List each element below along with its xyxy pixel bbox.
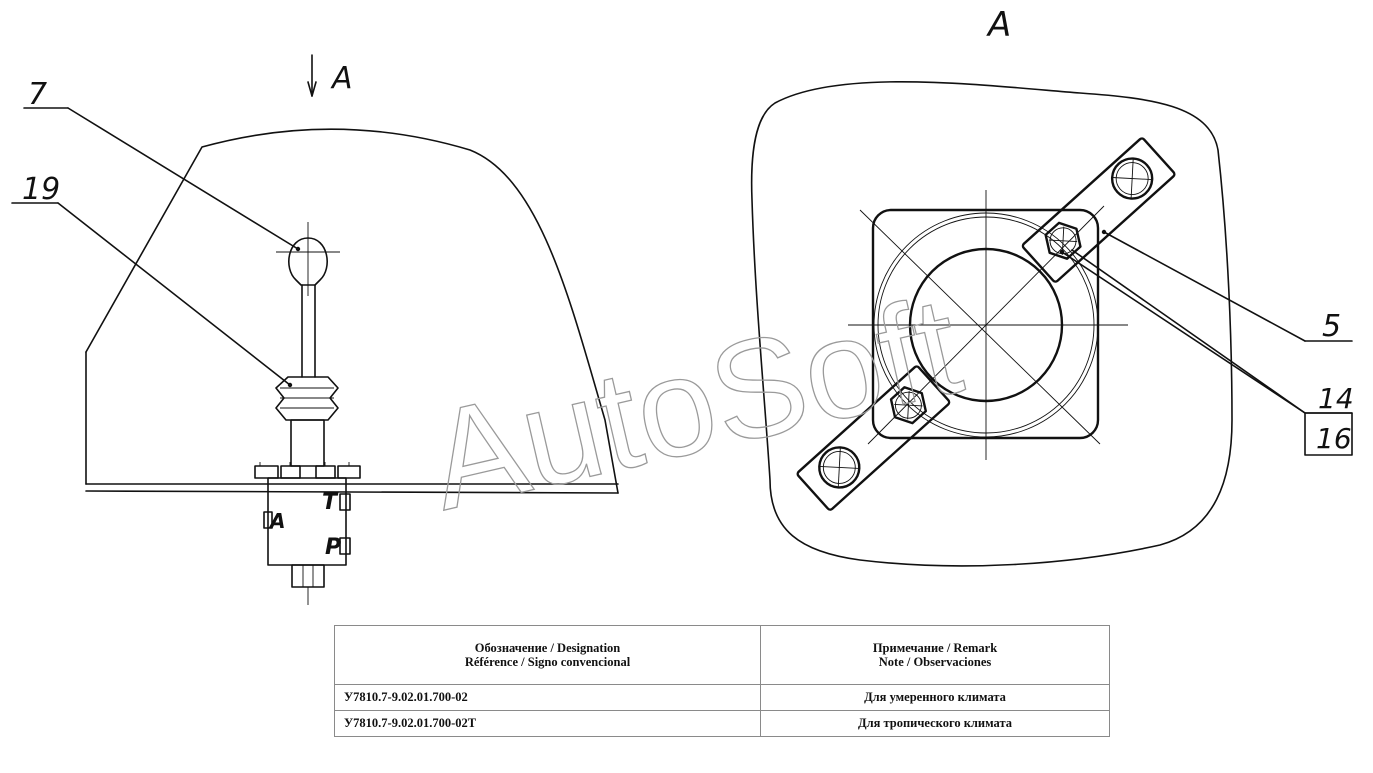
callout-14-leader <box>1061 251 1306 414</box>
cabin-outline <box>85 128 619 494</box>
spec-table: Обозначение / Designation Référence / Si… <box>334 625 1110 737</box>
callout-7: 7 <box>28 77 47 112</box>
callout-19-dot <box>287 382 293 388</box>
port-t-label: T <box>322 490 339 515</box>
port-a-label: A <box>268 509 285 533</box>
callout-14-leader-2 <box>1071 249 1306 414</box>
spec-header-row: Обозначение / Designation Référence / Si… <box>334 625 1110 685</box>
callout-16: 16 <box>1316 422 1352 455</box>
lever-side-view: A <box>11 54 619 605</box>
callout-5-dot <box>1101 229 1107 235</box>
view-a-title: A <box>986 5 1011 45</box>
view-a: A <box>750 5 1354 567</box>
remark-header: Примечание / Remark Note / Observaciones <box>760 625 1110 685</box>
port-a <box>263 511 273 529</box>
designation-header-line-2: Référence / Signo convencional <box>464 655 631 669</box>
designation-header: Обозначение / Designation Référence / Si… <box>334 625 761 685</box>
diagonal-line-2 <box>867 205 1105 445</box>
callout-7-dot <box>295 246 301 252</box>
callout-7-leader <box>67 107 299 250</box>
designation-header-line-1: Обозначение / Designation <box>474 641 621 655</box>
callout-19-leader <box>57 202 291 386</box>
designation-cell: У7810.7-9.02.01.700-02 <box>334 684 761 711</box>
port-p <box>339 537 351 555</box>
lever-knob <box>288 237 328 286</box>
designation-cell: У7810.7-9.02.01.700-02Т <box>334 710 761 737</box>
diagonal-line <box>859 209 1101 445</box>
floor-panel-bottom <box>85 490 619 494</box>
technical-drawing: A <box>11 5 1354 605</box>
callout-14: 14 <box>1318 382 1354 415</box>
bottom-nut <box>291 564 325 588</box>
callout-19: 19 <box>22 172 60 207</box>
lower-bracket <box>796 365 951 511</box>
view-arrow-head <box>307 81 317 97</box>
port-p-label: P <box>325 535 341 560</box>
callout-16-box <box>1304 412 1353 456</box>
remark-header-line-2: Note / Observaciones <box>878 655 992 669</box>
callout-5-leader <box>1103 231 1306 342</box>
remark-cell: Для тропического климата <box>760 710 1110 737</box>
lever-stem <box>290 419 325 467</box>
table-row: У7810.7-9.02.01.700-02 Для умеренного кл… <box>334 684 1110 711</box>
port-t <box>339 493 351 511</box>
view-arrow-label: A <box>330 61 353 96</box>
watermark: AutoSoft <box>415 266 974 540</box>
callout-5: 5 <box>1322 309 1341 344</box>
upper-bracket <box>1021 137 1176 283</box>
callout-14-dot <box>1059 249 1065 255</box>
rubber-boot <box>275 376 339 421</box>
remark-header-line-1: Примечание / Remark <box>872 641 998 655</box>
mounting-bolts <box>254 462 361 479</box>
table-row: У7810.7-9.02.01.700-02Т Для тропического… <box>334 710 1110 737</box>
view-a-outline <box>750 80 1233 567</box>
remark-cell: Для умеренного климата <box>760 684 1110 711</box>
